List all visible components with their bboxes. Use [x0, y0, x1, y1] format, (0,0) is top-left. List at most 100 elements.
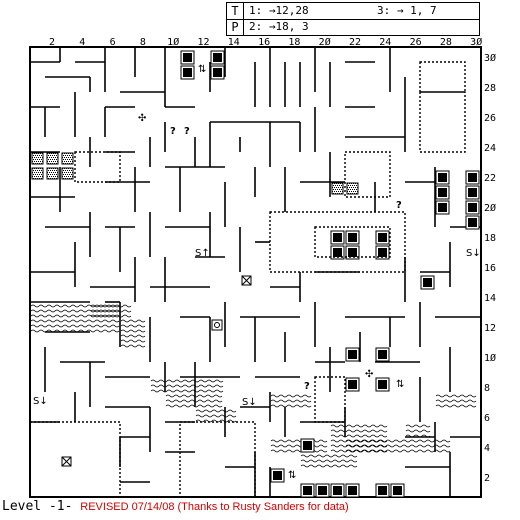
solid-block	[468, 203, 477, 212]
teleport-marker: ⇅	[396, 379, 404, 390]
pit-legend-row: P 2: →18, 3	[227, 19, 479, 35]
dotted-room	[314, 376, 346, 423]
solid-block	[423, 278, 432, 287]
hatched-cell	[61, 152, 74, 165]
y-axis-label: 4	[484, 443, 490, 454]
dotted-room	[419, 91, 466, 153]
teleport-legend-row: T 1: →12,28 3: → 1, 7	[227, 3, 479, 20]
x-axis-label: 24	[379, 37, 391, 48]
water-areas	[30, 304, 477, 468]
solid-block	[348, 248, 357, 257]
solid-block	[333, 248, 342, 257]
solid-block	[213, 53, 222, 62]
solid-block	[348, 233, 357, 242]
solid-block	[378, 486, 387, 495]
solid-block	[348, 486, 357, 495]
mystery-marker: ?	[184, 126, 190, 137]
stairs-down-marker: S↓	[242, 397, 257, 408]
x-axis-label: 1Ø	[167, 36, 179, 48]
map-symbols: ? ? ? ? S↑ S↓ S↓ S↓ ⇅ ⇅ ⇅ ✣ ✣	[33, 64, 481, 481]
mystery-marker: ?	[304, 381, 310, 392]
water-area	[90, 304, 132, 318]
revision-note: REVISED 07/14/08 (Thanks to Rusty Sander…	[80, 501, 349, 513]
solid-block	[333, 486, 342, 495]
x-axis-label: 8	[140, 37, 146, 48]
solid-block	[183, 53, 192, 62]
dotted-room	[29, 421, 121, 498]
water-area	[120, 319, 146, 348]
solid-block	[303, 441, 312, 450]
water-area	[270, 439, 328, 453]
x-axis-label: 18	[288, 37, 300, 48]
x-axis-label: 26	[410, 37, 422, 48]
hatched-cell	[31, 167, 44, 180]
pit-icon	[241, 275, 252, 286]
y-axis-label: 2	[484, 473, 490, 484]
hatched-cells	[31, 152, 359, 195]
dotted-room	[74, 151, 121, 183]
x-axis-label: 2Ø	[319, 36, 331, 48]
dotted-room	[344, 151, 391, 198]
solid-block	[438, 188, 447, 197]
map-footer: Level -1- REVISED 07/14/08 (Thanks to Ru…	[2, 499, 349, 514]
hatched-cell	[46, 152, 59, 165]
y-axis-label: 3Ø	[484, 52, 496, 64]
pit-2-text: 2: →18, 3	[249, 20, 309, 33]
y-axis-label: 24	[484, 143, 496, 154]
solid-block	[378, 248, 387, 257]
solid-block	[348, 350, 357, 359]
y-axis-label: 16	[484, 263, 496, 274]
x-axis-label: 22	[349, 37, 361, 48]
x-axis-label: 28	[440, 37, 452, 48]
x-axis-label: 2	[49, 37, 55, 48]
mystery-marker: ?	[396, 200, 402, 211]
water-area	[330, 424, 388, 453]
solid-block	[468, 218, 477, 227]
teleport-1-text: 1: →12,28	[249, 4, 309, 17]
hatched-cell	[31, 152, 44, 165]
teleport-marker: ⇅	[288, 470, 296, 481]
dotted-room	[419, 61, 466, 93]
hatched-cell	[61, 167, 74, 180]
pit-legend-label: P	[227, 19, 244, 35]
solid-blocks	[180, 50, 480, 498]
solid-block	[183, 68, 192, 77]
solid-block	[438, 173, 447, 182]
teleport-marker: ⇅	[198, 64, 206, 75]
hatched-cell	[331, 182, 344, 195]
level-label: Level -1-	[2, 499, 73, 514]
stairs-down-marker: S↓	[466, 248, 481, 259]
hatched-cell	[46, 167, 59, 180]
solid-block	[333, 233, 342, 242]
x-axis-label: 6	[110, 37, 116, 48]
solid-block	[273, 471, 282, 480]
water-area	[345, 439, 451, 453]
x-axis-label: 14	[228, 37, 240, 48]
x-axis-label: 4	[79, 37, 85, 48]
water-area	[405, 424, 431, 438]
maze-walls	[30, 47, 481, 497]
teleport-3-text: 3: → 1, 7	[377, 4, 437, 17]
y-axis-label: 1Ø	[484, 352, 496, 364]
dotted-room	[269, 211, 406, 273]
x-axis-label: 12	[197, 37, 209, 48]
solid-block	[438, 203, 447, 212]
map-border	[29, 46, 482, 498]
teleport-pit-legend: T 1: →12,28 3: → 1, 7 P 2: →18, 3	[226, 2, 480, 36]
water-area	[435, 394, 477, 408]
water-area	[195, 409, 237, 423]
spinner-icon: ✣	[365, 369, 373, 380]
y-axis-label: 14	[484, 293, 496, 304]
solid-block	[378, 233, 387, 242]
teleport-legend-label: T	[227, 3, 244, 19]
hatched-cell	[346, 182, 359, 195]
y-axis-label: 22	[484, 173, 496, 184]
water-area	[165, 394, 223, 408]
y-axis-label: 18	[484, 233, 496, 244]
water-area	[300, 454, 358, 468]
solid-block	[213, 68, 222, 77]
solid-block	[378, 350, 387, 359]
water-area	[270, 394, 312, 408]
stairs-up-marker: S↑	[195, 248, 210, 259]
dotted-room	[179, 421, 256, 498]
